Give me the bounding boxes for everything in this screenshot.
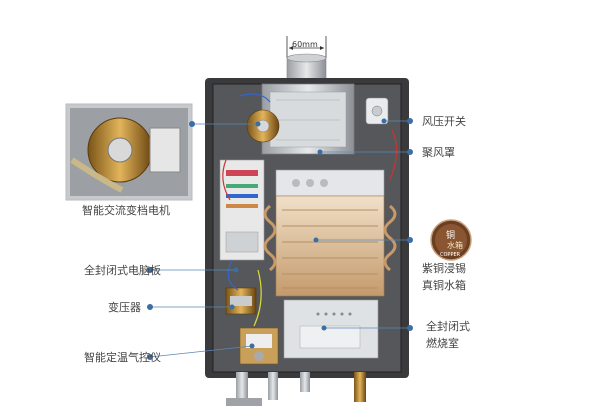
label-pcb: 全封闭式电脑板 — [84, 264, 161, 277]
dimension-marker — [286, 36, 327, 58]
label-chamber-line1: 全封闭式 — [426, 320, 470, 333]
motor-closeup — [65, 103, 193, 201]
label-tank-line1: 紫铜浸锡 — [422, 262, 466, 275]
badge-top: 铜 — [446, 229, 455, 241]
label-chamber-line2: 燃烧室 — [426, 337, 459, 350]
transformer — [225, 287, 257, 315]
motor-small — [246, 109, 280, 143]
label-motor: 智能交流变档电机 — [82, 204, 170, 217]
dimension-label: 60mm — [292, 40, 318, 49]
wiring — [222, 93, 398, 327]
label-tank-line2: 真铜水箱 — [422, 279, 466, 292]
callout-dots — [147, 118, 413, 360]
leader-lines — [149, 120, 410, 358]
label-pressure-switch: 风压开关 — [422, 115, 466, 128]
gas-valve — [239, 327, 279, 365]
combustion-chamber — [283, 299, 379, 359]
pcb-box — [219, 159, 265, 261]
label-hood: 聚风罩 — [422, 146, 455, 159]
copper-tank — [263, 169, 397, 297]
badge-middle: 水箱 — [447, 240, 463, 250]
label-transformer: 变压器 — [108, 301, 141, 314]
pressure-switch — [365, 97, 389, 125]
copper-badge: 铜 水箱 COPPER — [430, 219, 472, 261]
bottom-pipes — [226, 372, 366, 406]
label-thermostat: 智能定温气控仪 — [84, 351, 161, 364]
badge-bottom: COPPER — [440, 252, 461, 258]
